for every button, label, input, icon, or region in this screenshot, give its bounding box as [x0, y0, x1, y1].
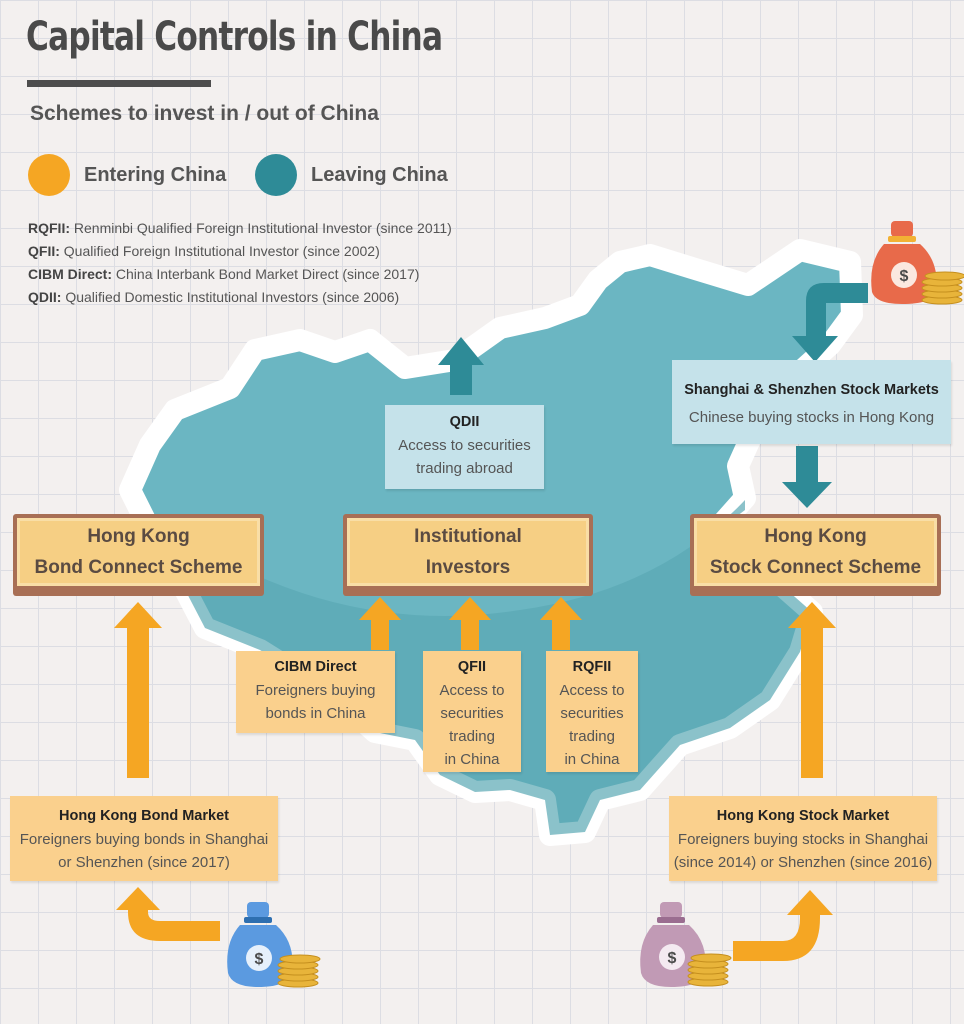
stock-market-curved-arrow	[733, 890, 833, 961]
plaque-institutional-investors: Institutional Investors	[343, 514, 593, 590]
box-qfii: QFII Access to securities trading in Chi…	[423, 651, 521, 772]
page-title: Capital Controls in China	[26, 14, 443, 60]
page-subtitle: Schemes to invest in / out of China	[30, 102, 379, 125]
box-title: RQFII	[572, 659, 612, 675]
money-bag-symbol: $	[255, 951, 264, 968]
bond-market-curved-arrow	[116, 887, 220, 941]
definition-cibm-direct: CIBM Direct: China Interbank Bond Market…	[28, 266, 420, 282]
box-title: Shanghai & Shenzhen Stock Markets	[684, 382, 939, 398]
box-line: or Shenzhen (since 2017)	[58, 854, 230, 871]
qfii-up-arrow	[449, 597, 491, 650]
box-line: trading	[569, 728, 615, 745]
box-line: bonds in China	[265, 705, 366, 722]
box-line: Access to	[439, 682, 505, 699]
money-bag-orange-icon: $	[871, 221, 964, 305]
box-qdii: QDII Access to securities trading abroad	[385, 405, 544, 489]
stock-market-up-arrow	[788, 602, 836, 778]
box-line: Access to securities	[398, 437, 531, 454]
definition-qdii: QDII: Qualified Domestic Institutional I…	[28, 289, 400, 305]
legend-entering-dot	[28, 154, 70, 196]
bond-market-up-arrow	[114, 602, 162, 778]
plaque-bond-connect: Hong Kong Bond Connect Scheme	[13, 514, 264, 590]
box-title: CIBM Direct	[274, 659, 357, 675]
money-bag-blue-icon: $	[227, 902, 321, 988]
plaque-line: Hong Kong	[764, 526, 867, 547]
legend-leaving-dot	[255, 154, 297, 196]
box-line: Access to	[559, 682, 625, 699]
box-hk-bond-market: Hong Kong Bond Market Foreigners buying …	[10, 796, 278, 881]
box-line: securities	[440, 705, 504, 722]
box-line: trading	[449, 728, 495, 745]
box-title: Hong Kong Bond Market	[59, 808, 229, 824]
plaque-stock-connect: Hong Kong Stock Connect Scheme	[690, 514, 941, 590]
definition-rqfii: RQFII: Renminbi Qualified Foreign Instit…	[28, 220, 452, 236]
plaque-line: Bond Connect Scheme	[34, 557, 243, 578]
box-line: in China	[564, 751, 620, 768]
rqfii-up-arrow	[540, 597, 582, 650]
qdii-up-arrow	[438, 337, 484, 395]
sh-sz-curved-arrow	[792, 283, 868, 362]
money-bag-symbol: $	[668, 950, 677, 967]
box-sh-sz-stock-markets: Shanghai & Shenzhen Stock Markets Chines…	[672, 360, 951, 444]
money-bag-mauve-icon: $	[640, 902, 732, 987]
box-line: (since 2014) or Shenzhen (since 2016)	[673, 854, 933, 871]
title-underline	[27, 80, 211, 87]
box-rqfii: RQFII Access to securities trading in Ch…	[546, 651, 638, 772]
sh-sz-down-arrow	[782, 446, 832, 508]
definition-qfii: QFII: Qualified Foreign Institutional In…	[28, 243, 380, 259]
plaque-line: Institutional	[414, 526, 522, 547]
money-bag-symbol: $	[900, 268, 909, 285]
box-line: securities	[560, 705, 624, 722]
box-line: Foreigners buying	[255, 682, 376, 699]
box-title: QFII	[457, 659, 487, 675]
box-hk-stock-market: Hong Kong Stock Market Foreigners buying…	[669, 796, 937, 881]
box-line: in China	[444, 751, 500, 768]
box-line: Foreigners buying bonds in Shanghai	[19, 831, 269, 848]
box-line: trading abroad	[416, 460, 513, 477]
legend-leaving-label: Leaving China	[311, 164, 448, 186]
plaque-line: Stock Connect Scheme	[709, 557, 922, 578]
box-cibm-direct: CIBM Direct Foreigners buying bonds in C…	[236, 651, 395, 733]
box-title: Hong Kong Stock Market	[716, 808, 890, 824]
cibm-up-arrow	[359, 597, 401, 650]
box-line: Chinese buying stocks in Hong Kong	[688, 409, 935, 426]
box-line: Foreigners buying stocks in Shanghai	[677, 831, 929, 848]
legend-entering-label: Entering China	[84, 164, 227, 186]
plaque-line: Hong Kong	[87, 526, 190, 547]
box-title: QDII	[449, 414, 480, 430]
plaque-line: Investors	[425, 557, 511, 578]
